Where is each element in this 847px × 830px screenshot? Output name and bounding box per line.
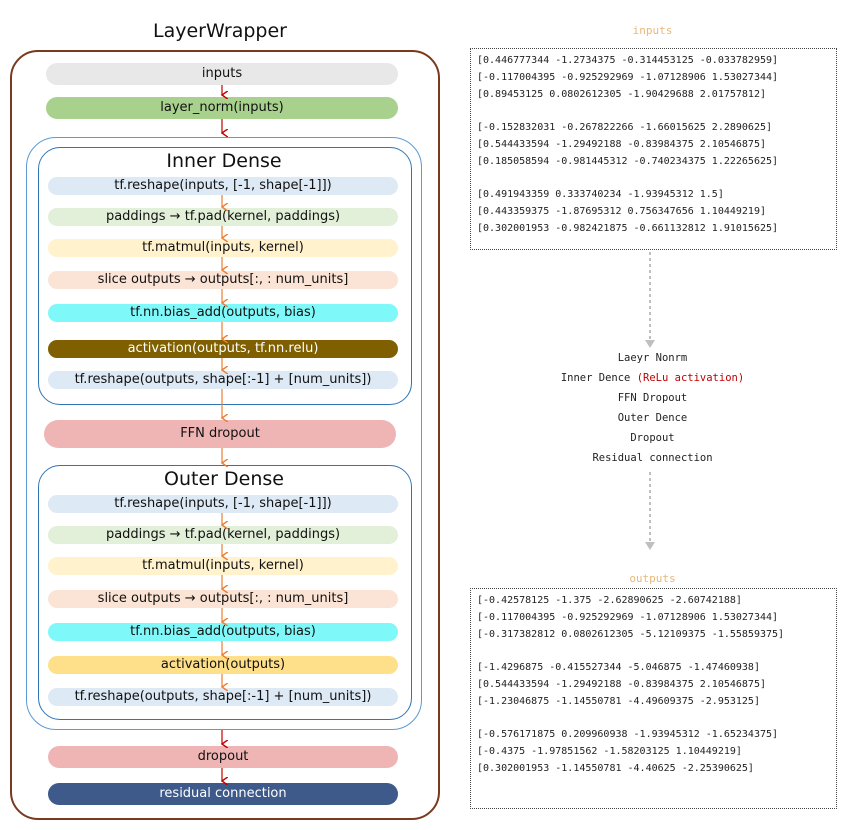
inner-dense-step: slice outputs → outputs[:, : num_units]: [48, 271, 398, 289]
inner-dense-step-label: paddings → tf.pad(kernel, paddings): [105, 209, 341, 224]
outer-dense-step-label: slice outputs → outputs[:, : num_units]: [97, 591, 349, 606]
layer-norm-block: layer_norm(inputs): [46, 97, 398, 119]
outer-dense-step-label: tf.reshape(outputs, shape[:-1] + [num_un…: [74, 689, 372, 704]
pipeline-step-dropout: Dropout: [630, 432, 675, 444]
dropout-block-label: dropout: [197, 749, 249, 764]
outputs-panel-line: [-1.23046875 -1.14550781 -4.49609375 -2.…: [477, 695, 760, 707]
outer-dense-step: slice outputs → outputs[:, : num_units]: [48, 590, 398, 608]
relu-activation-note: (ReLu activation): [636, 372, 745, 384]
inner-dense-step-label: tf.reshape(inputs, [-1, shape[-1]]): [114, 178, 332, 193]
inner-dense-step: tf.reshape(outputs, shape[:-1] + [num_un…: [48, 371, 398, 389]
inputs-panel-line: [-0.152832031 -0.267822266 -1.66015625 2…: [477, 122, 773, 134]
inputs-block: inputs: [46, 63, 398, 85]
outer-dense-step-label: activation(outputs): [160, 657, 286, 672]
outputs-panel-line: [-0.42578125 -1.375 -2.62890625 -2.60742…: [477, 595, 742, 606]
pipeline-step-ffn-dropout: FFN Dropout: [617, 392, 688, 404]
outputs-panel-line: [-0.317382812 0.0802612305 -5.12109375 -…: [477, 628, 785, 640]
pipeline-step-outer-dense: Outer Dence: [617, 412, 688, 424]
outer-dense-step-label: tf.nn.bias_add(outputs, bias): [130, 624, 316, 639]
layerwrapper-frame: [10, 50, 440, 820]
inner-dense-box: [38, 147, 412, 405]
pipeline-inner-dense-text: Inner Dence: [560, 372, 637, 384]
inner-dense-step: tf.reshape(inputs, [-1, shape[-1]]): [48, 177, 398, 195]
inputs-panel-line: [0.89453125 0.0802612305 -1.90429688 2.0…: [477, 88, 766, 100]
inputs-panel-line: [0.443359375 -1.87695312 0.756347656 1.1…: [477, 206, 766, 218]
outer-dense-step: tf.matmul(inputs, kernel): [48, 557, 398, 575]
dropout-block: dropout: [48, 746, 398, 768]
inner-dense-step-label: tf.matmul(inputs, kernel): [142, 240, 304, 255]
inner-dense-step: activation(outputs, tf.nn.relu): [48, 340, 398, 358]
inner-dense-step: paddings → tf.pad(kernel, paddings): [48, 208, 398, 226]
pipeline-step-inner-dense: Inner Dence (ReLu activation): [470, 372, 835, 384]
outer-dense-step-label: tf.matmul(inputs, kernel): [142, 558, 304, 573]
outer-dense-step: tf.reshape(outputs, shape[:-1] + [num_un…: [48, 688, 398, 706]
inputs-panel-line: [-0.117004395 -0.925292969 -1.07128906 1…: [477, 71, 779, 83]
inputs-panel-line: [0.446777344 -1.2734375 -0.314453125 -0.…: [477, 55, 779, 66]
outputs-panel: [-0.42578125 -1.375 -2.62890625 -2.60742…: [470, 588, 837, 809]
pipeline-step-residual: Residual connection: [592, 452, 713, 464]
outputs-panel-line: [0.302001953 -1.14550781 -4.40625 -2.253…: [477, 763, 754, 774]
layer-norm-block-label: layer_norm(inputs): [160, 100, 284, 115]
inputs-panel-line: [0.185058594 -0.981445312 -0.740234375 1…: [477, 155, 779, 167]
inner-dense-step: tf.nn.bias_add(outputs, bias): [48, 304, 398, 322]
dense-wrapper-border: [26, 137, 422, 730]
inputs-panel-line: [0.544433594 -1.29492188 -0.83984375 2.1…: [477, 139, 766, 150]
inner-dense-step-label: tf.nn.bias_add(outputs, bias): [130, 305, 316, 320]
inner-dense-step-label: activation(outputs, tf.nn.relu): [127, 341, 319, 356]
inputs-panel-line: [0.302001953 -0.982421875 -0.661132812 1…: [477, 223, 779, 234]
outer-dense-title: Outer Dense: [164, 468, 284, 490]
residual-connection-block: residual connection: [48, 783, 398, 805]
outputs-panel-line: [-0.4375 -1.97851562 -1.58203125 1.10449…: [477, 746, 742, 758]
inputs-block-label: inputs: [201, 66, 243, 81]
inputs-panel: [0.446777344 -1.2734375 -0.314453125 -0.…: [470, 48, 837, 250]
outputs-panel-label: outputs: [629, 572, 676, 585]
outer-dense-step: tf.reshape(inputs, [-1, shape[-1]]): [48, 495, 398, 513]
inputs-panel-label: inputs: [632, 24, 673, 37]
inner-dense-step-label: tf.reshape(outputs, shape[:-1] + [num_un…: [74, 372, 372, 387]
outer-dense-step-label: paddings → tf.pad(kernel, paddings): [105, 527, 341, 542]
inner-dense-step: tf.matmul(inputs, kernel): [48, 239, 398, 257]
outer-dense-step: paddings → tf.pad(kernel, paddings): [48, 526, 398, 544]
outer-dense-step-label: tf.reshape(inputs, [-1, shape[-1]]): [114, 496, 332, 511]
ffn-dropout-label: FFN dropout: [180, 426, 260, 441]
outputs-panel-line: [0.544433594 -1.29492188 -0.83984375 2.1…: [477, 679, 766, 690]
pipeline-step-layer-norm: Laeyr Nonrm: [617, 352, 688, 364]
outputs-panel-line: [-1.4296875 -0.415527344 -5.046875 -1.47…: [477, 662, 760, 674]
residual-connection-label: residual connection: [159, 786, 287, 801]
ffn-dropout-block: FFN dropout: [44, 420, 396, 448]
inner-dense-title: Inner Dense: [166, 150, 282, 172]
inputs-panel-line: [0.491943359 0.333740234 -1.93945312 1.5…: [477, 189, 724, 201]
outputs-panel-line: [-0.576171875 0.209960938 -1.93945312 -1…: [477, 729, 779, 741]
outer-dense-step: activation(outputs): [48, 656, 398, 674]
inner-dense-step-label: slice outputs → outputs[:, : num_units]: [97, 272, 349, 287]
outputs-panel-line: [-0.117004395 -0.925292969 -1.07128906 1…: [477, 611, 779, 623]
diagram-title: LayerWrapper: [153, 20, 287, 42]
outer-dense-step: tf.nn.bias_add(outputs, bias): [48, 623, 398, 641]
